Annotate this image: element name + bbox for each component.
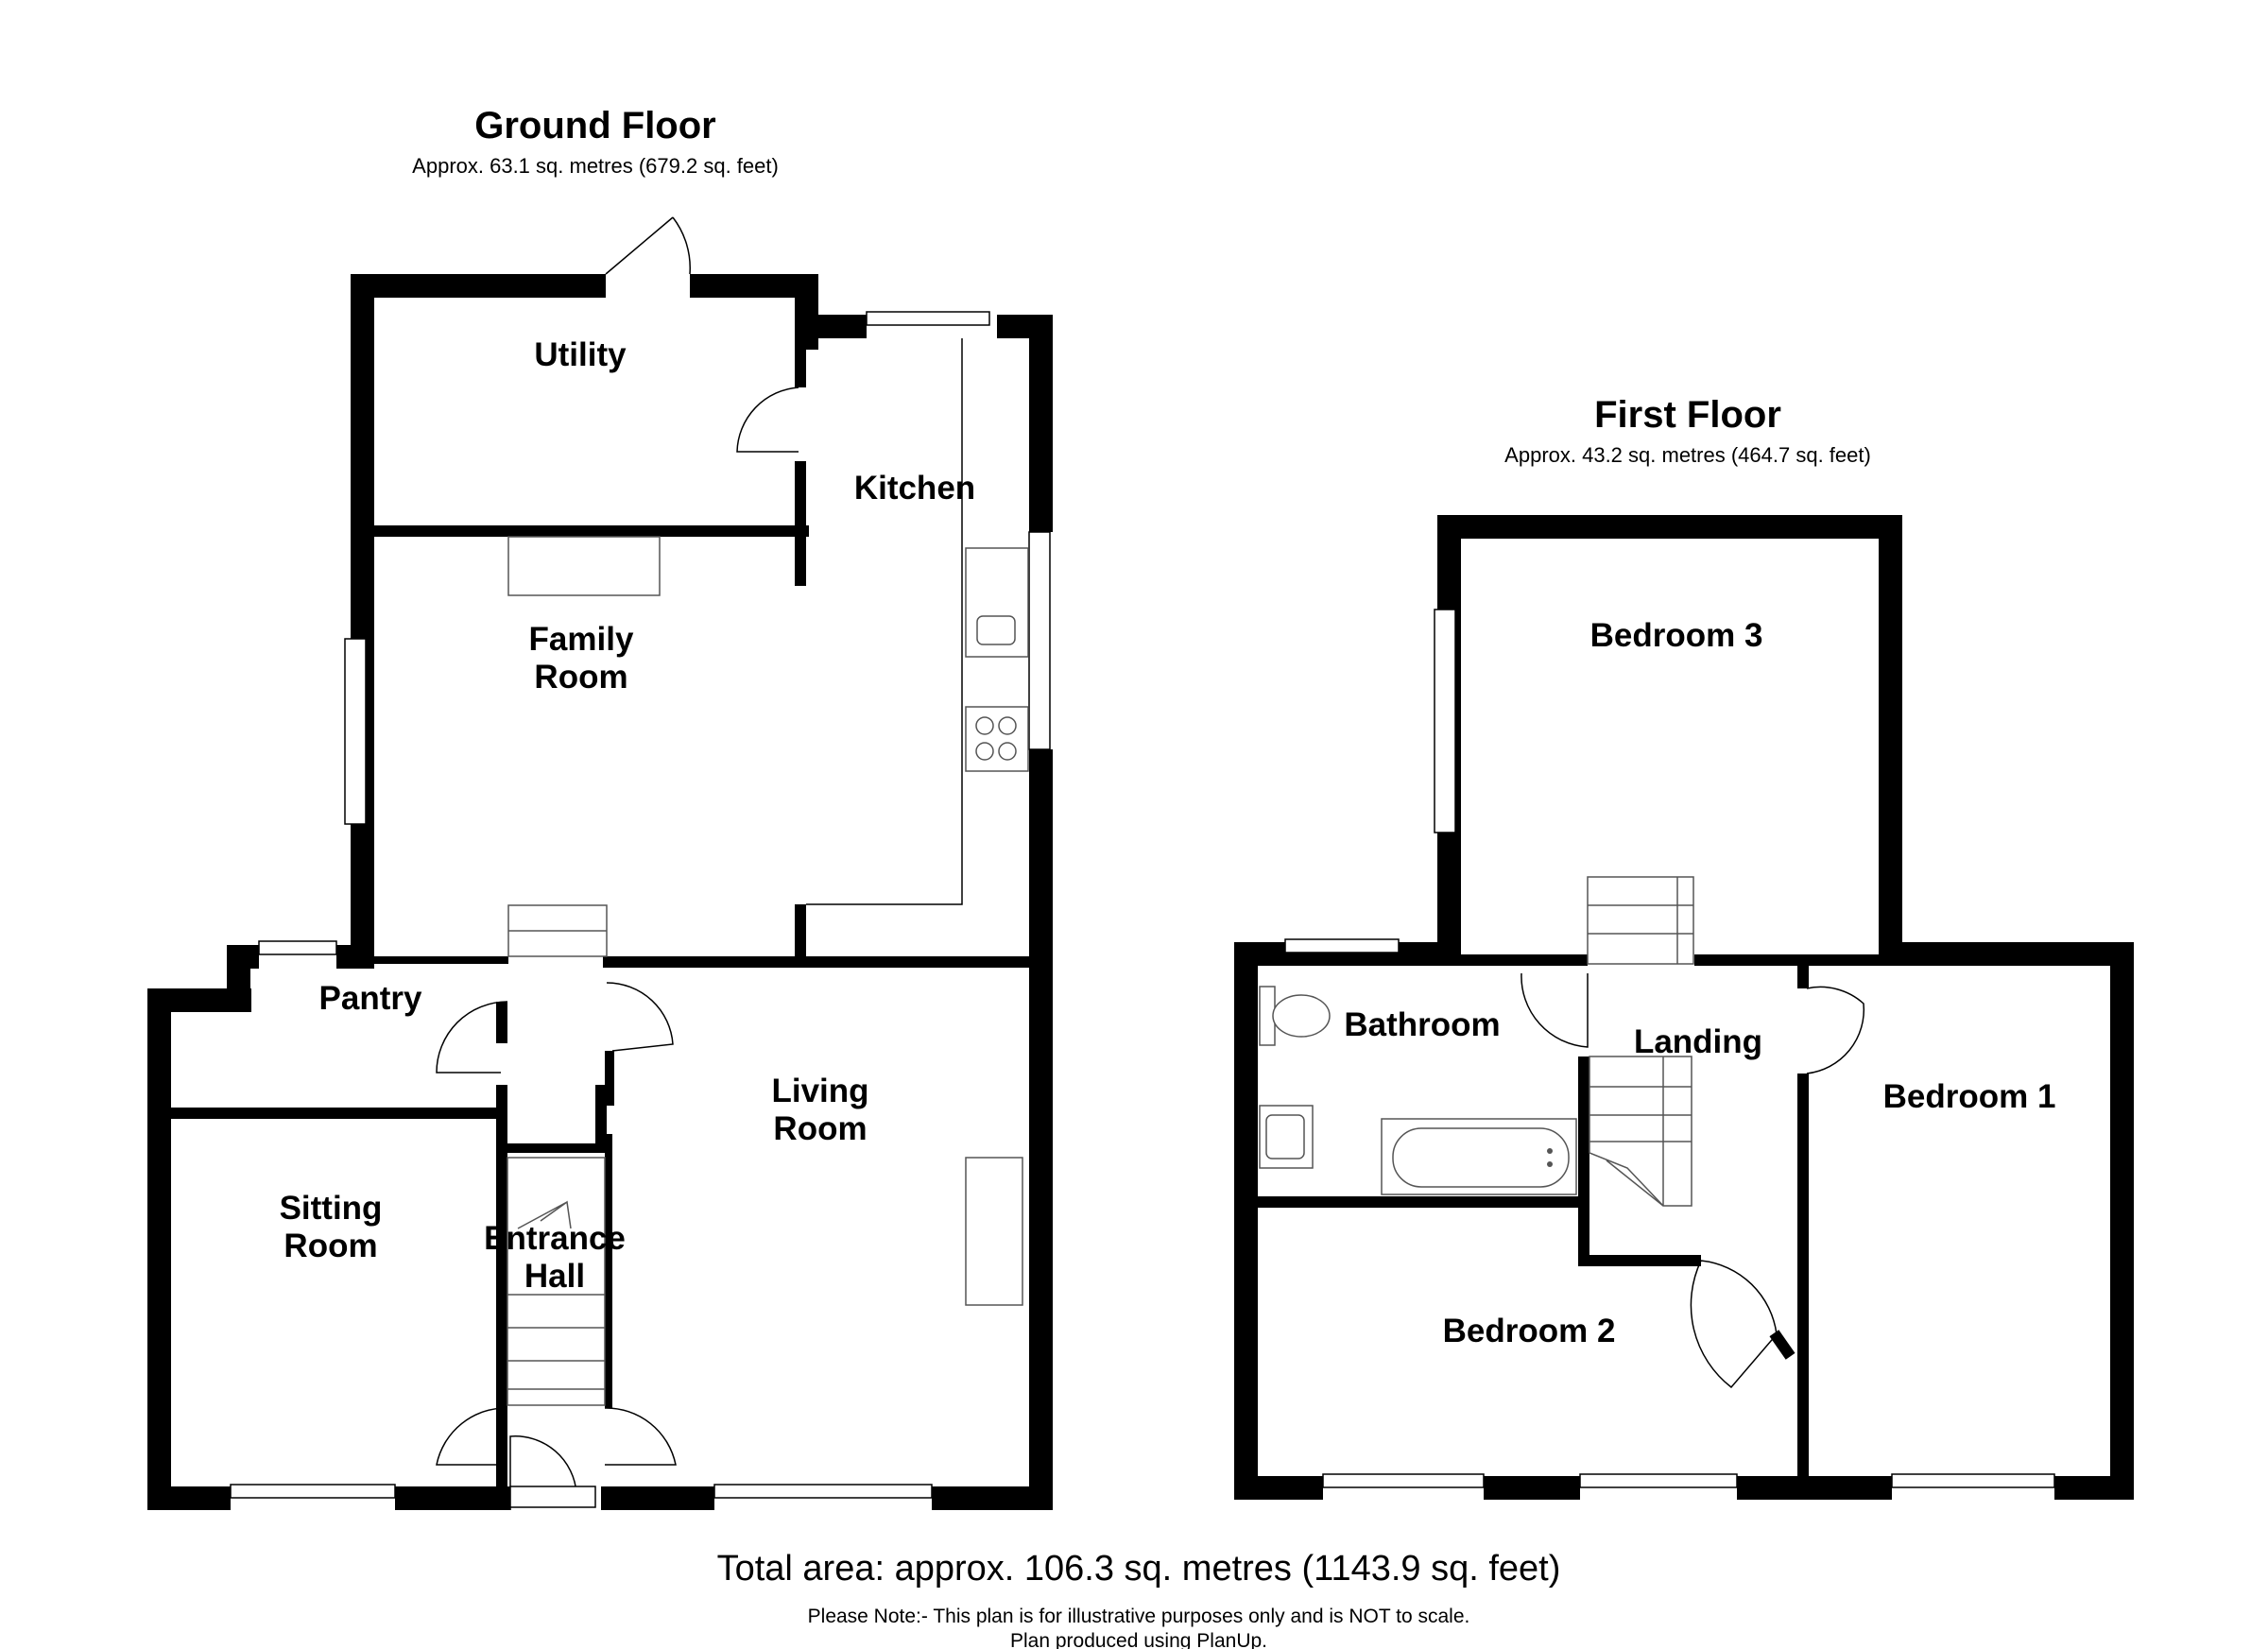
- bathroom-label: Bathroom: [1344, 1006, 1500, 1043]
- first-floor-title: First Floor: [1594, 394, 1781, 436]
- living-room-door: [606, 982, 674, 1052]
- pantry-window: [258, 940, 337, 955]
- utility-label: Utility: [534, 336, 627, 373]
- living-room-label-line2: Room: [773, 1110, 867, 1147]
- bedroom-1-label: Bedroom 1: [1883, 1078, 2056, 1115]
- hob-ring-2: [998, 716, 1017, 735]
- first-floor-windows: [1284, 609, 2055, 1488]
- bathroom-door: [1521, 972, 1589, 1048]
- bedroom-3-label: Bedroom 3: [1590, 617, 1763, 654]
- family-room-fireplace: [507, 536, 661, 596]
- landing-label: Landing: [1634, 1023, 1762, 1060]
- ground-floor-title: Ground Floor: [474, 105, 716, 146]
- family-room-window: [344, 638, 367, 825]
- first-floor-area: Approx. 43.2 sq. metres (464.7 sq. feet): [1504, 443, 1871, 467]
- bedroom-1-door: [1806, 986, 1865, 1074]
- bedroom-2-window-left: [1322, 1473, 1485, 1488]
- sitting-room-window: [230, 1484, 396, 1499]
- landing-stair-lower: [1589, 1056, 1692, 1207]
- ground-floor-fixtures: [507, 338, 1029, 1406]
- kitchen-window: [866, 311, 990, 326]
- kitchen-sink-bowl: [976, 615, 1016, 645]
- hob-ring-4: [998, 742, 1017, 761]
- entrance-hall-label-line2: Hall: [524, 1258, 585, 1295]
- sitting-room-label-line2: Room: [284, 1228, 377, 1264]
- hob-ring-1: [975, 716, 994, 735]
- hall-inner-door-left: [436, 1407, 508, 1466]
- hob-ring-3: [975, 742, 994, 761]
- kitchen-label: Kitchen: [854, 470, 975, 507]
- living-room-fireplace: [965, 1157, 1023, 1306]
- kitchen-worktop-line: [806, 338, 963, 905]
- upper-stair-flight: [507, 904, 608, 957]
- kitchen-side-window: [1028, 531, 1051, 750]
- kitchen-hob: [965, 706, 1029, 772]
- disclaimer-note: Please Note:- This plan is for illustrat…: [808, 1606, 1470, 1627]
- entrance-hall-label-line1: Entrance: [484, 1220, 626, 1257]
- first-floor-fixtures: [1259, 876, 1694, 1207]
- first-floor-room-labels: Bedroom 3 Bathroom Landing Bedroom 1 Bed…: [1344, 617, 2055, 1349]
- utility-kitchen-door: [736, 386, 799, 453]
- ground-floor-walls: [147, 274, 1053, 1510]
- footer: Total area: approx. 106.3 sq. metres (11…: [717, 1549, 1561, 1649]
- ground-floor-area: Approx. 63.1 sq. metres (679.2 sq. feet): [412, 154, 779, 178]
- bedroom-3-window: [1434, 609, 1456, 833]
- family-room-label-line2: Room: [534, 659, 627, 696]
- front-door: [509, 1435, 577, 1510]
- living-room-window: [713, 1484, 933, 1499]
- sitting-room-label-line1: Sitting: [280, 1190, 383, 1227]
- pantry-door: [436, 1001, 508, 1074]
- toilet: [1259, 986, 1331, 1046]
- bedroom-1-window: [1891, 1473, 2055, 1488]
- bathroom-basin: [1259, 1105, 1314, 1169]
- landing-stair-top: [1587, 876, 1694, 965]
- pantry-label: Pantry: [319, 980, 422, 1017]
- bathroom-window: [1284, 938, 1400, 953]
- bedroom-2-door: [1690, 1260, 1778, 1389]
- first-floor-doors: [1521, 972, 1865, 1389]
- entrance-hall-stairs: [507, 1157, 606, 1406]
- ground-floor-heading: Ground Floor Approx. 63.1 sq. metres (67…: [412, 105, 779, 178]
- hall-inner-door-right: [604, 1407, 677, 1466]
- plan-credit: Plan produced using PlanUp.: [1010, 1630, 1267, 1649]
- family-room-label-line1: Family: [529, 621, 634, 658]
- front-door-threshold: [509, 1486, 596, 1508]
- ground-floor-room-labels: Utility Kitchen Family Room Pantry Sitti…: [280, 336, 976, 1295]
- utility-back-door: [605, 216, 691, 275]
- bedroom-2-window-right: [1579, 1473, 1738, 1488]
- living-room-label-line1: Living: [771, 1073, 868, 1109]
- total-area: Total area: approx. 106.3 sq. metres (11…: [717, 1549, 1561, 1589]
- bedroom-2-label: Bedroom 2: [1443, 1313, 1616, 1349]
- ground-floor-doors: [436, 216, 799, 1510]
- first-floor-heading: First Floor Approx. 43.2 sq. metres (464…: [1504, 394, 1871, 467]
- bath: [1381, 1118, 1577, 1195]
- ground-floor-windows: [230, 311, 1051, 1499]
